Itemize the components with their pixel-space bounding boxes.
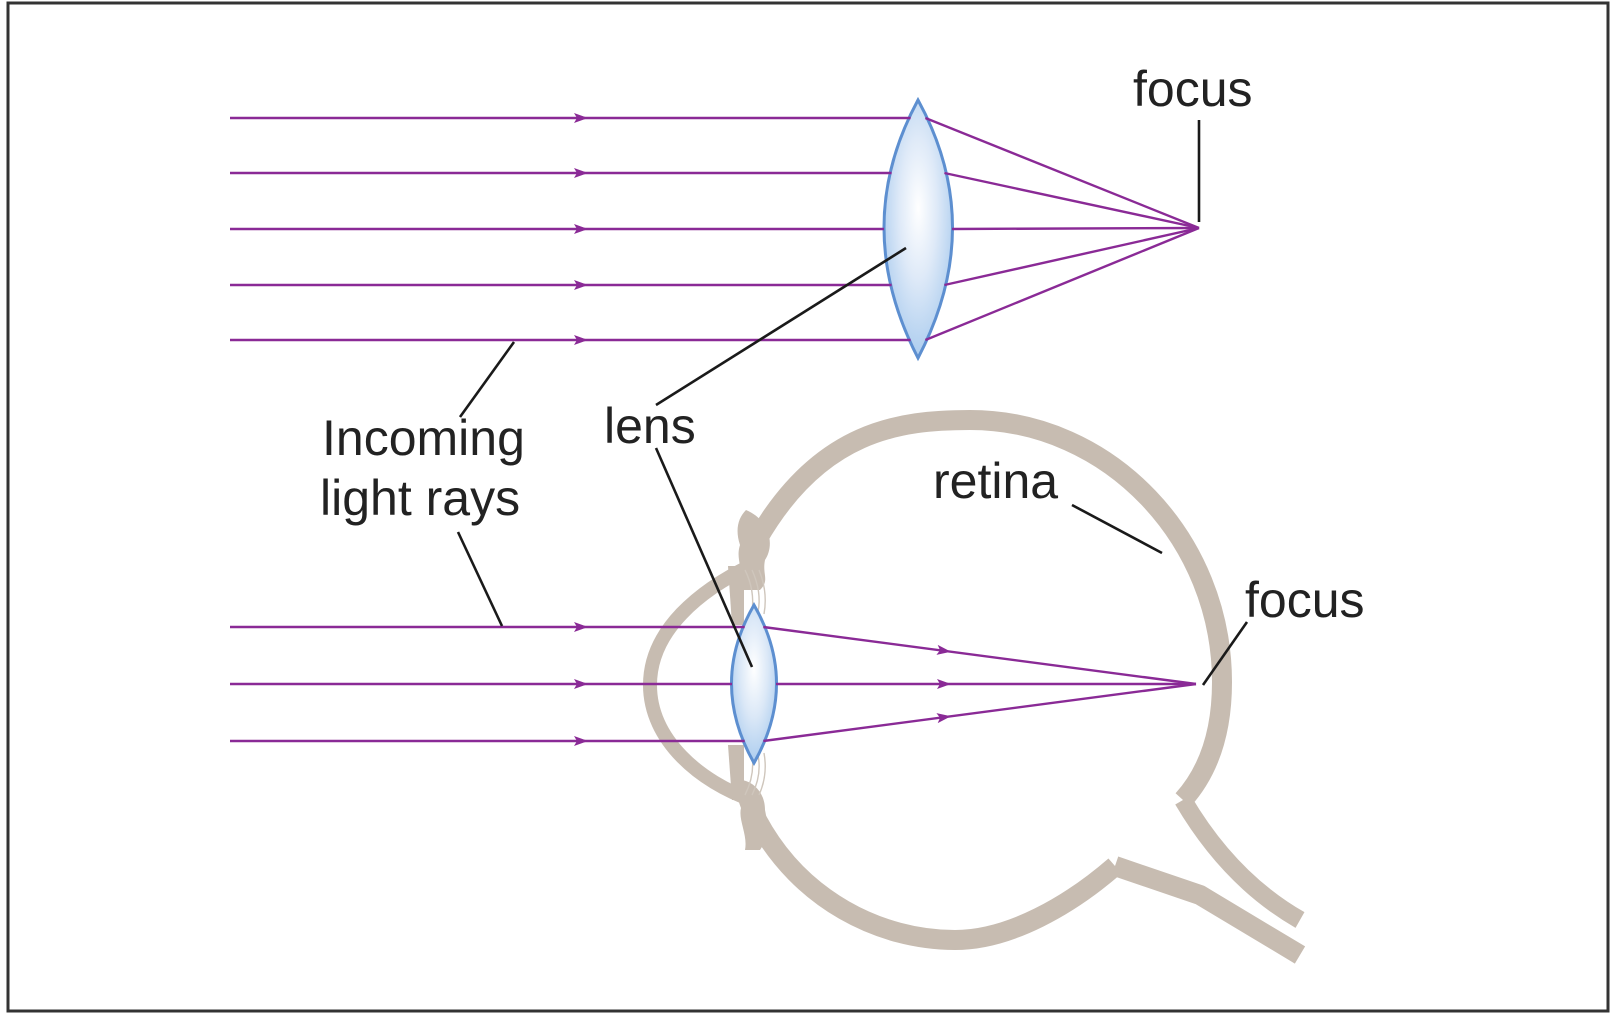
refracted-ray-4 <box>944 226 1200 287</box>
arrowhead-icon <box>574 335 588 345</box>
arrowhead-icon <box>574 168 588 178</box>
lens-eye-leader <box>654 447 754 668</box>
lens-top-leader <box>655 246 907 407</box>
arrowhead-icon <box>937 679 951 689</box>
label-incoming-line2: light rays <box>320 470 520 526</box>
top-light-rays <box>230 113 1200 345</box>
label-lens: lens <box>604 398 696 454</box>
figure-frame <box>6 1 1610 1013</box>
label-focus-eye: focus <box>1245 572 1365 628</box>
ciliary-body-lower <box>736 780 768 850</box>
eye-light-rays <box>230 622 1197 746</box>
retina-leader <box>1071 503 1163 555</box>
incoming-rays-leader-bottom <box>456 531 504 627</box>
iris-upper <box>728 566 744 625</box>
eye-refracted-ray-3 <box>763 682 1197 743</box>
arrowhead-icon <box>574 224 588 234</box>
focus-eye-leader <box>1201 621 1249 686</box>
label-retina: retina <box>933 453 1058 509</box>
eye-refracted-ray-1 <box>763 625 1197 686</box>
refracted-ray-1 <box>924 116 1200 230</box>
arrowhead-icon <box>936 713 951 724</box>
converging-lens <box>882 96 954 362</box>
incoming-rays-leader-top <box>458 341 516 418</box>
refracted-ray-3 <box>951 226 1200 231</box>
label-incoming-line1: Incoming <box>322 410 525 466</box>
arrowhead-icon <box>574 622 588 632</box>
label-focus-top: focus <box>1133 61 1253 117</box>
iris-lower <box>728 745 744 800</box>
refracted-ray-2 <box>944 171 1200 230</box>
arrowhead-icon <box>574 280 588 290</box>
arrowhead-icon <box>936 644 951 655</box>
refracted-ray-5 <box>924 226 1200 342</box>
sclera-wall <box>748 410 1232 807</box>
arrowhead-icon <box>574 679 588 689</box>
sclera-wall-lower <box>748 815 1122 950</box>
arrowhead-icon <box>574 113 588 123</box>
optic-nerve-upper <box>1175 795 1305 928</box>
optic-nerve <box>1111 856 1306 964</box>
arrowhead-icon <box>574 736 588 746</box>
